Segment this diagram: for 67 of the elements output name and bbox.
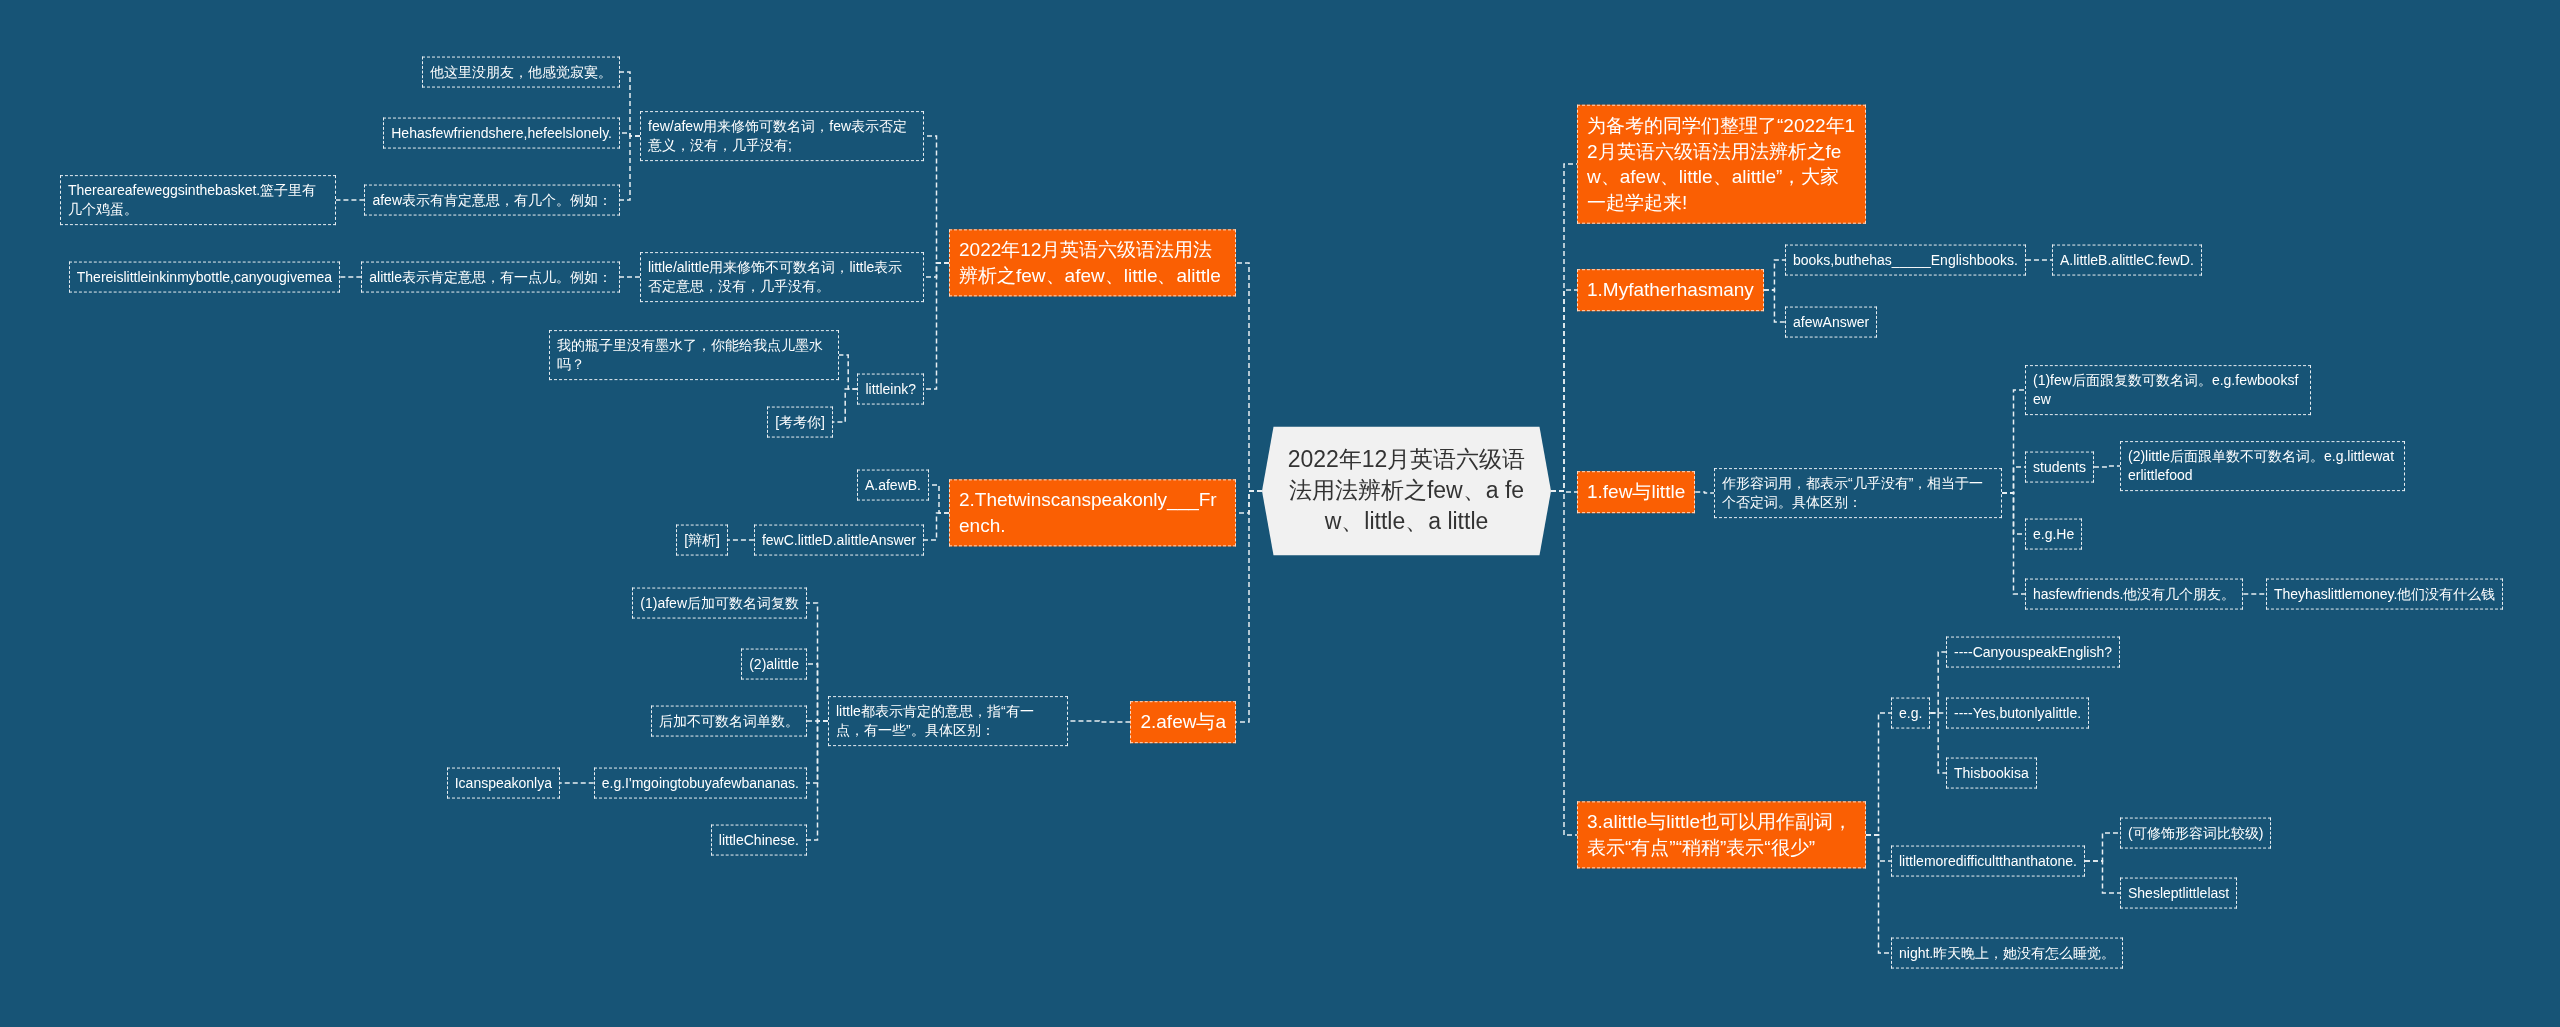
note-box: e.g.I'mgoingtobuyafewbananas. [593,767,807,799]
connector-line [619,276,641,278]
connector-line [1929,712,1947,774]
note-box: (2)little后面跟单数不可数名词。e.g.littlewaterlittlefood [2120,441,2405,491]
note-box: [辩析] [676,524,728,556]
note-box: (2)alittle [741,648,807,680]
connector-line [335,199,366,201]
note-box: [考考你] [767,406,833,438]
note-box: littleChinese. [710,824,807,856]
note-box: few/afew用来修饰可数名词，few表示否定意义，没有，几乎没有; [640,111,924,161]
note-box: students [2025,451,2094,483]
connector-line [2093,465,2121,468]
note-box: Icanspeakonlya [446,767,560,799]
note-box: 他这里没朋友，他感觉寂寞。 [422,56,620,88]
note-box: Hehasfewfriendshere,hefeelslonely. [383,117,620,149]
connector-line [2242,593,2267,595]
note-box: (可修饰形容词比较级) [2120,817,2272,849]
connector-line [923,512,950,541]
note-box: afew表示有肯定意思，有几个。例如： [364,184,620,216]
connector-line [339,276,363,278]
note-box: e.g. [1891,697,1931,729]
note-box: alittle表示肯定意思，有一点儿。例如： [361,261,620,293]
note-box: ----Yes,butonlyalittle. [1946,697,2090,729]
note-box: ----CanyouspeakEnglish? [1946,636,2120,668]
note-box: books,buthehas_____Englishbooks. [1785,244,2026,276]
branch-box: 为备考的同学们整理了“2022年12月英语六级语法用法辨析之few、afew、little、alittle”，大家一起学起来! [1577,104,1866,224]
connector-line [1694,491,1715,494]
note-box: fewC.littleD.alittleAnswer [753,524,924,556]
connector-line [619,135,641,201]
connector-line [1865,834,1892,954]
branch-box: 1.Myfatherhasmany [1577,269,1764,311]
connector-line [2001,492,2026,595]
note-box: Thisbookisa [1946,757,2037,789]
note-box: Theyhaslittlemoney.他们没有什么钱 [2266,578,2504,610]
note-box: A.littleB.alittleC.fewD. [2052,244,2202,276]
connector-line [1763,289,1786,323]
connector-line [2084,860,2121,894]
branch-box: 2022年12月英语六级语法用法辨析之few、afew、little、alittle [949,229,1236,297]
note-box: e.g.He [2025,518,2083,550]
note-box: little/alittle用来修饰不可数名词，little表示否定意思，没有，几乎没有。 [640,252,924,302]
connector-line [1067,720,1132,723]
branch-box: 2.Thetwinscanspeakonly___French. [949,479,1236,547]
note-box: hasfewfriends.他没有几个朋友。 [2025,578,2244,610]
note-box: Shesleptlittlelast [2120,877,2238,909]
connector-line [806,720,829,841]
connector-line [559,782,595,784]
note-box: 作形容词用，都表示“几乎没有”，相当于一个否定词。具体区别： [1714,468,2002,518]
branch-box: 3.alittle与little也可以用作副词，表示“有点”“稍稍”表示“很少” [1577,801,1866,869]
connector-line [832,388,859,423]
note-box: (1)afew后加可数名词复数 [632,587,807,619]
note-box: littleink? [857,373,924,405]
connector-line [727,539,755,541]
note-box: Thereislittleinkinmybottle,canyougivemea [68,261,340,293]
branch-box: 2.afew与a [1130,701,1236,743]
note-box: night.昨天晚上，她没有怎么睡觉。 [1891,937,2124,969]
note-box: A.afewB. [856,469,929,501]
note-box: (1)few后面跟复数可数名词。e.g.fewbooksfew [2025,365,2311,415]
note-box: afewAnswer [1785,306,1878,338]
topic-box: 2022年12月英语六级语法用法辨析之few、a few、little、a little [1262,426,1551,556]
connector-line [923,262,950,390]
note-box: littlemoredifficultthanthatone. [1891,845,2085,877]
note-box: Thereareafeweggsinthebasket.篮子里有几个鸡蛋。 [60,175,336,225]
branch-box: 1.few与little [1577,471,1696,513]
connector-line [2025,259,2053,261]
note-box: 后加不可数名词单数。 [651,705,807,737]
note-box: 我的瓶子里没有墨水了，你能给我点儿墨水吗？ [549,330,839,380]
note-box: little都表示肯定的意思，指“有一点，有一些”。具体区别： [828,696,1068,746]
